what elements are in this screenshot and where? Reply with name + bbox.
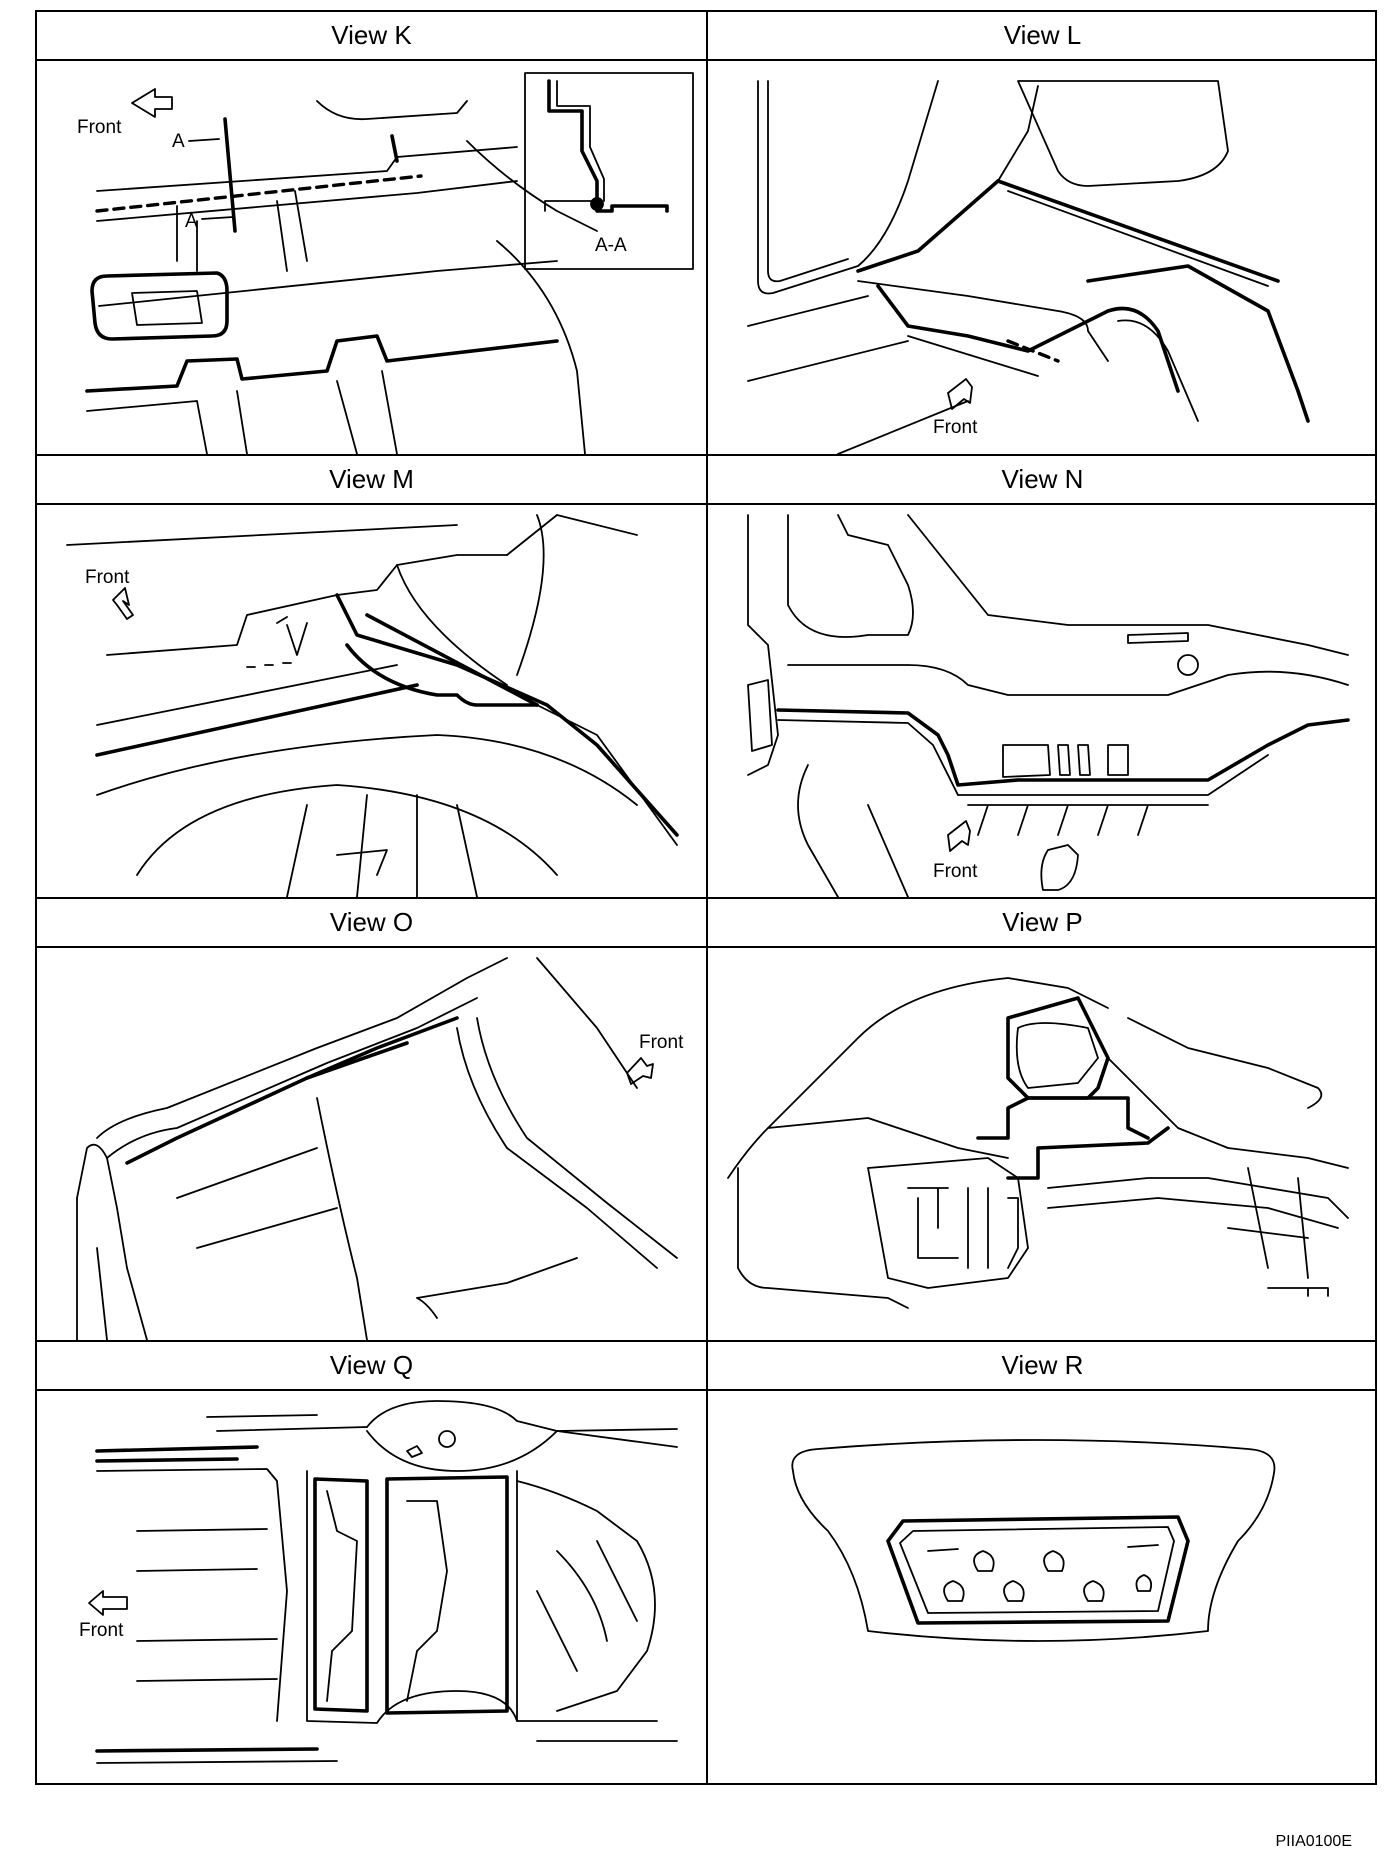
front-label: Front [933, 861, 978, 882]
section-a-label-bottom: A [185, 211, 198, 232]
view-l-drawing: Front [708, 61, 1377, 455]
front-arrow-icon [626, 1057, 654, 1085]
front-label: Front [77, 117, 122, 138]
view-k-panel: View K Front A A [37, 12, 706, 455]
view-k-title: View K [37, 12, 706, 61]
view-l-panel: View L Front [708, 12, 1377, 455]
view-q-title: View Q [37, 1342, 706, 1391]
front-arrow-icon [947, 378, 973, 410]
row-divider-3 [37, 1340, 1375, 1342]
row-divider-2 [37, 897, 1375, 899]
view-q-panel: View Q Front [37, 1342, 706, 1783]
view-p-title: View P [708, 899, 1377, 948]
section-inset-label: A-A [595, 235, 627, 256]
view-l-title: View L [708, 12, 1377, 61]
view-n-title: View N [708, 456, 1377, 505]
view-p-panel: View P [708, 899, 1377, 1340]
views-grid: View K Front A A [35, 10, 1377, 1785]
figure-id: PIIA0100E [1275, 1833, 1353, 1850]
section-a-label-top: A [172, 131, 185, 152]
front-arrow-icon [947, 820, 971, 852]
view-n-panel: View N Front [708, 456, 1377, 898]
front-arrow-icon [131, 88, 173, 118]
front-label: Front [933, 417, 978, 438]
front-arrow-icon [88, 1590, 128, 1616]
view-o-drawing: Front [37, 948, 706, 1341]
view-q-drawing: Front [37, 1391, 706, 1783]
view-k-drawing: Front A A [37, 61, 706, 455]
view-o-title: View O [37, 899, 706, 948]
view-m-panel: View M Front [37, 456, 706, 898]
view-r-drawing [708, 1391, 1377, 1783]
view-r-title: View R [708, 1342, 1377, 1391]
row-divider-1 [37, 454, 1375, 456]
view-m-drawing: Front [37, 505, 706, 898]
front-label: Front [79, 1620, 124, 1641]
front-label: Front [85, 567, 130, 588]
view-p-drawing [708, 948, 1377, 1340]
view-n-drawing: Front [708, 505, 1377, 898]
view-r-panel: View R [708, 1342, 1377, 1783]
front-arrow-icon [112, 587, 134, 620]
section-inset [524, 72, 694, 270]
view-o-panel: View O Front [37, 899, 706, 1341]
view-m-title: View M [37, 456, 706, 505]
front-label: Front [639, 1032, 684, 1053]
